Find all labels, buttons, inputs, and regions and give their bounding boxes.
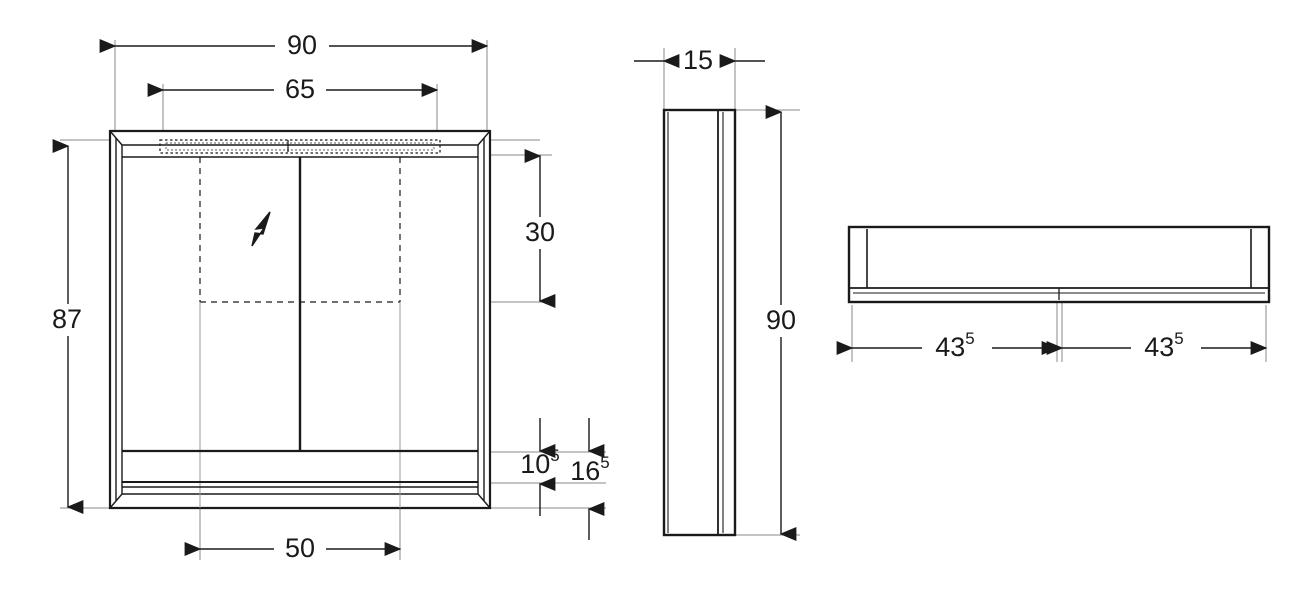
dim-label-bg-top-right	[1131, 330, 1201, 364]
dim-front-width-inner: 65	[147, 74, 439, 106]
dim-label-165: 165	[570, 453, 610, 486]
side-cabinet-body	[662, 108, 737, 537]
dim-side-depth: 15	[634, 45, 765, 75]
dim-label-bg-top-left	[922, 330, 992, 364]
dim-label-bg-30	[516, 217, 566, 249]
front-bottom-drawer	[122, 449, 478, 488]
dim-label-90: 90	[287, 30, 317, 60]
dim-label-15: 15	[683, 45, 713, 75]
dim-label-bg-side-90	[757, 305, 809, 337]
dim-label-65: 65	[285, 74, 315, 104]
dim-label-30: 30	[525, 217, 555, 247]
light-strip-inner-dotted	[165, 142, 435, 151]
dim-label-side-90: 90	[766, 305, 796, 335]
dim-label-87: 87	[52, 304, 82, 334]
dim-label-bg-50	[274, 533, 326, 565]
front-doors	[199, 157, 401, 508]
dim-front-height-shelf: 30	[516, 149, 566, 308]
dim-label-top-right: 435	[1144, 329, 1184, 362]
top-cabinet-body	[847, 225, 1271, 304]
dim-front-bottom-outer: 165	[570, 418, 610, 540]
dim-front-bottom-inner: 105	[520, 418, 560, 516]
side-view: 15 90	[634, 45, 809, 541]
dim-side-height: 90	[757, 105, 809, 541]
dim-front-door-width: 50	[184, 533, 402, 565]
front-view: 90 65 87 30	[44, 30, 610, 565]
top-view: 435 435	[836, 225, 1271, 364]
dim-front-width-overall: 90	[99, 30, 489, 62]
front-cabinet-bevel	[109, 130, 491, 509]
light-strip-dotted-rect	[159, 139, 441, 154]
dim-top-left-half: 435	[836, 329, 1059, 364]
dim-label-50: 50	[285, 533, 315, 563]
dim-label-bg-87	[44, 304, 94, 336]
side-body-outline	[662, 108, 737, 537]
dim-label-bg-65	[274, 74, 326, 106]
dim-label-bg-90	[275, 30, 329, 62]
dim-label-105: 105	[520, 446, 560, 479]
dim-label-top-left: 435	[935, 329, 975, 362]
lightning-bolt-icon	[251, 211, 271, 247]
dim-front-height-overall: 87	[44, 139, 94, 514]
dim-top-right-half: 435	[1046, 329, 1268, 364]
